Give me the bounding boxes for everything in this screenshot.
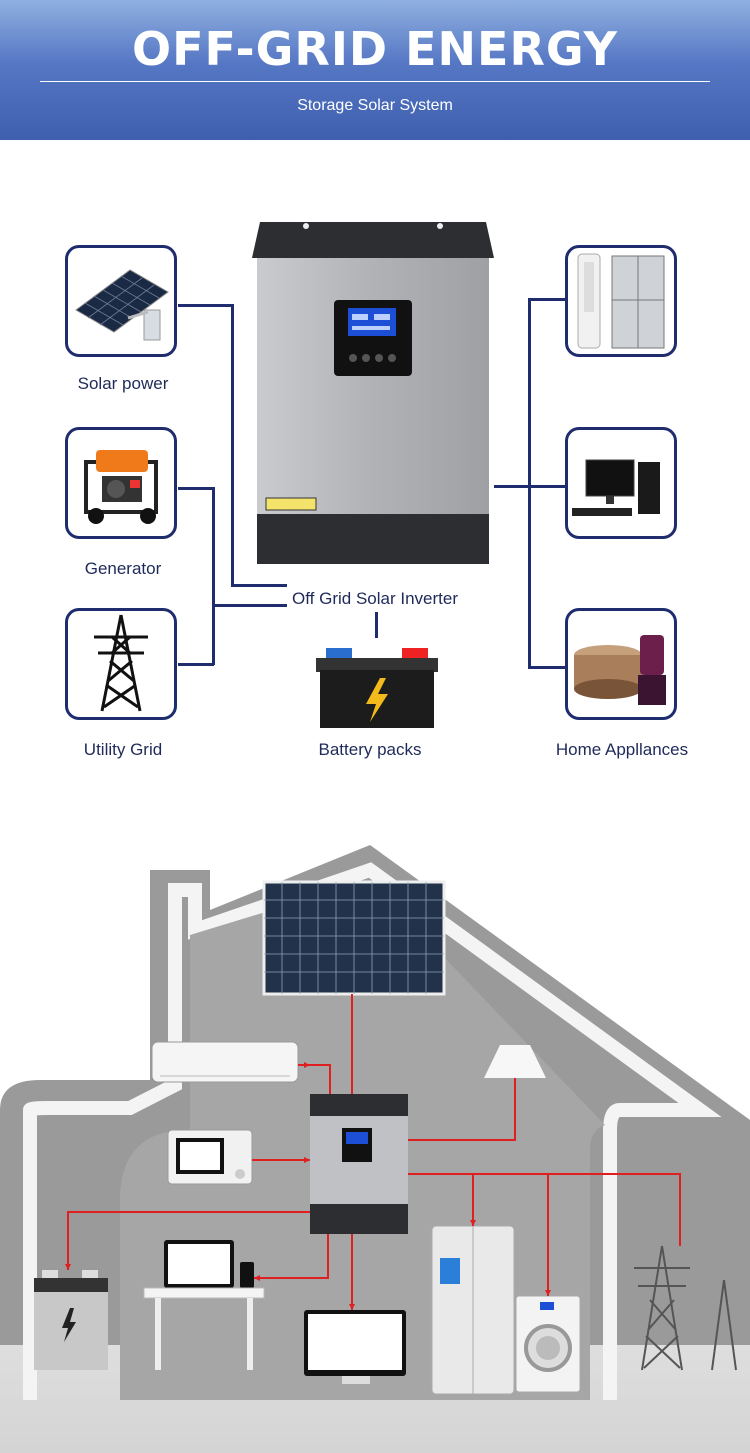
wire	[375, 612, 378, 638]
home-appliances-label: Home Appllances	[555, 740, 689, 759]
appliance-box-ac-fridge	[565, 245, 677, 357]
solar-panel-icon	[75, 269, 169, 341]
computer-icon	[572, 459, 660, 516]
wire	[528, 298, 531, 668]
appliance-box-computer	[565, 427, 677, 539]
wire	[231, 584, 287, 587]
title-divider	[40, 81, 710, 82]
wire	[212, 604, 287, 607]
inverter-image	[252, 222, 494, 564]
house-diagram	[0, 845, 750, 1453]
power-tower-icon	[94, 614, 148, 712]
header-banner: OFF-GRID ENERGY Storage Solar System	[0, 0, 750, 140]
inverter-label: Off Grid Solar Inverter	[292, 589, 458, 608]
utility-grid-label: Utility Grid	[83, 740, 163, 759]
page-subtitle: Storage Solar System	[297, 97, 453, 114]
generator-box	[65, 427, 177, 539]
battery-label: Battery packs	[318, 740, 422, 759]
appliance-box-kitchen	[565, 608, 677, 720]
generator-label: Generator	[84, 559, 162, 578]
kitchen-appliances-icon	[574, 635, 666, 705]
battery-icon	[316, 648, 438, 728]
ac-fridge-icon	[577, 253, 665, 349]
generator-icon	[84, 450, 158, 524]
solar-power-label: Solar power	[77, 374, 169, 393]
page-title: OFF-GRID ENERGY	[132, 22, 618, 76]
wire	[231, 304, 234, 586]
wire	[528, 666, 566, 669]
wire	[212, 487, 215, 665]
wire	[178, 304, 233, 307]
wire	[178, 663, 214, 666]
utility-grid-box	[65, 608, 177, 720]
wire	[528, 298, 566, 301]
solar-power-box	[65, 245, 177, 357]
wire	[178, 487, 214, 490]
